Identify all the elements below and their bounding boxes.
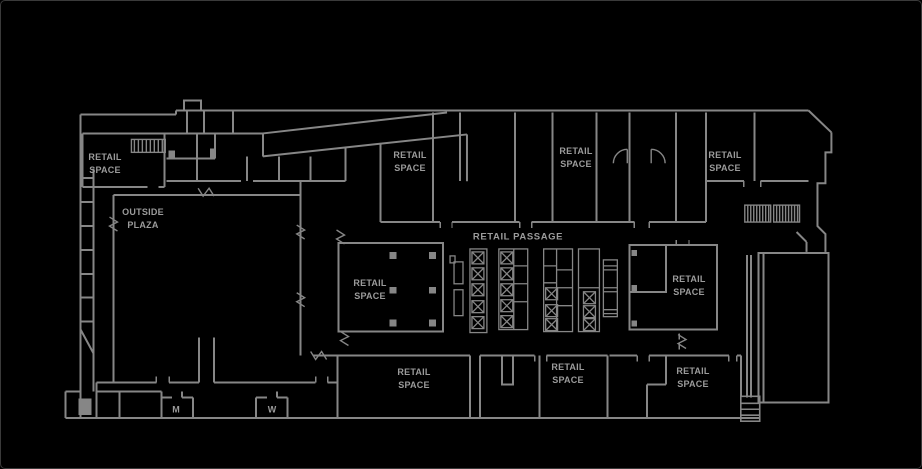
right-core-block	[745, 251, 830, 404]
label-retail-space-bottom-mid2: RETAIL SPACE	[551, 362, 585, 385]
label-retail-passage: RETAIL PASSAGE	[472, 231, 564, 243]
escalator-hatch	[744, 204, 801, 223]
stair-hatch-top-left	[130, 138, 166, 154]
label-retail-space-center-left: RETAIL SPACE	[353, 278, 387, 301]
outer-walls	[64, 109, 809, 420]
label-restroom-men: M	[172, 404, 180, 415]
wall-break-marks	[108, 186, 688, 361]
left-stair-walkway	[78, 168, 163, 419]
restroom-walls	[160, 391, 289, 419]
center-right-retail-room	[628, 239, 718, 350]
label-retail-space-center-right: RETAIL SPACE	[672, 274, 706, 297]
stairs-bottom-right	[740, 395, 761, 422]
label-outside-plaza: OUTSIDE PLAZA	[122, 207, 164, 230]
label-retail-space-bottom-right: RETAIL SPACE	[676, 366, 710, 389]
passage-kiosks	[449, 248, 618, 334]
outer-walls-chamfer	[807, 109, 833, 252]
top-retail-units	[379, 112, 809, 229]
bottom-retail-rooms	[313, 354, 742, 419]
label-retail-space-top-right: RETAIL SPACE	[708, 150, 742, 173]
label-retail-space-top-mid2: RETAIL SPACE	[559, 146, 593, 169]
diagonal-corridor	[79, 111, 808, 354]
top-left-rooms	[81, 99, 347, 196]
label-retail-space-top-left: RETAIL SPACE	[88, 152, 122, 175]
label-retail-space-bottom-mid: RETAIL SPACE	[397, 367, 431, 390]
label-restroom-women: W	[267, 404, 277, 415]
center-left-retail-room	[337, 241, 445, 333]
outside-plaza-walls	[96, 194, 338, 384]
label-retail-space-top-mid: RETAIL SPACE	[393, 150, 427, 173]
door-swing-arcs	[612, 148, 666, 164]
